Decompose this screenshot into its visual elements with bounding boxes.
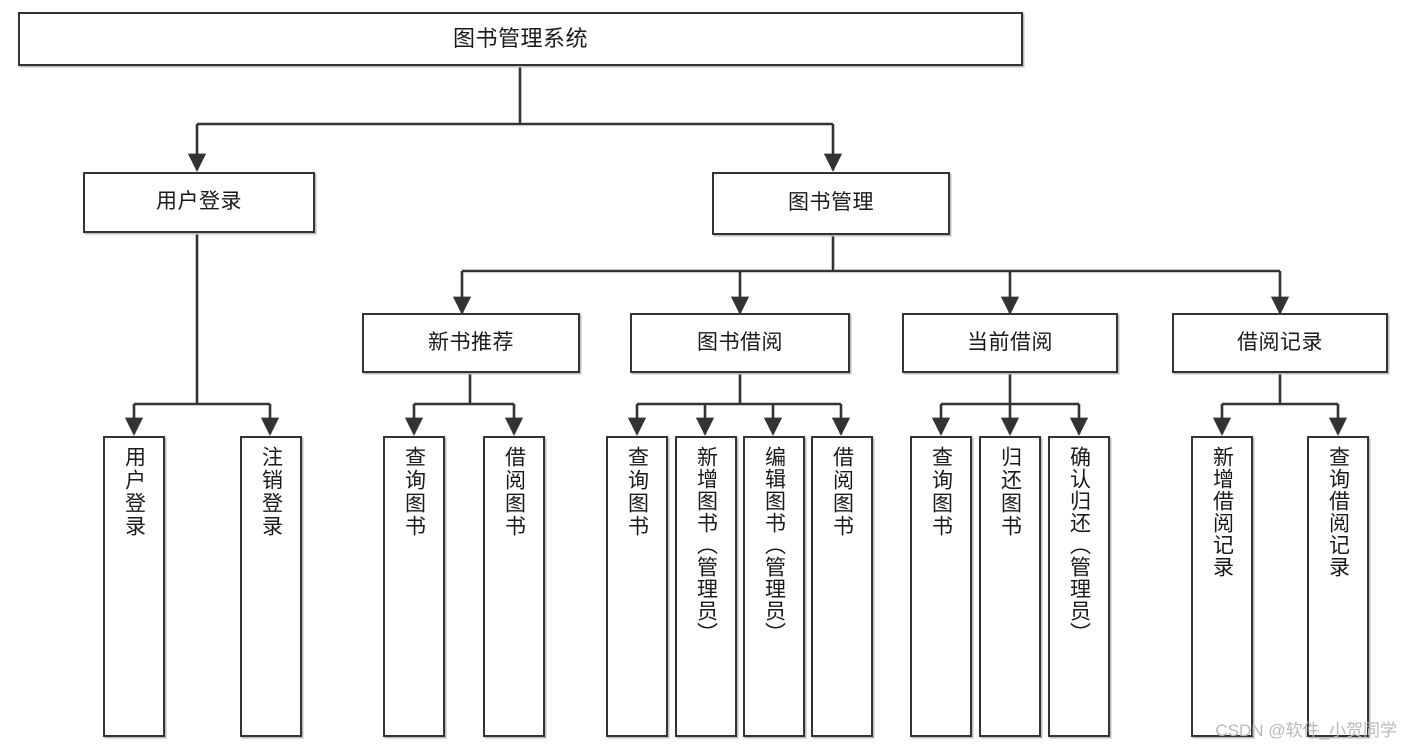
node-label: 图书管理系统: [452, 26, 588, 52]
node-user-login[interactable]: 用户登录: [83, 172, 315, 233]
leaf-current-borrow-confirm-return-admin[interactable]: 确认归还（管理员）: [1048, 436, 1110, 737]
node-label: 用户登录: [122, 446, 146, 538]
leaf-user-login-login[interactable]: 用户登录: [103, 436, 165, 737]
node-label: 图书管理: [788, 191, 874, 215]
node-label: 借阅图书: [502, 446, 526, 538]
leaf-book-borrow-borrow-book[interactable]: 借阅图书: [811, 436, 873, 737]
node-root-book-management-system[interactable]: 图书管理系统: [18, 12, 1023, 66]
node-label: 新增图书（管理员）: [694, 446, 718, 644]
leaf-borrow-record-query-record[interactable]: 查询借阅记录: [1307, 436, 1369, 737]
node-label: 查询借阅记录: [1326, 446, 1350, 578]
leaf-book-borrow-query-book[interactable]: 查询图书: [606, 436, 668, 737]
leaf-new-book-borrow-book[interactable]: 借阅图书: [483, 436, 545, 737]
node-book-management[interactable]: 图书管理: [712, 172, 950, 235]
node-label: 查询图书: [402, 446, 426, 538]
node-label: 编辑图书（管理员）: [762, 446, 786, 644]
node-book-borrow[interactable]: 图书借阅: [630, 313, 850, 373]
leaf-book-borrow-edit-book-admin[interactable]: 编辑图书（管理员）: [743, 436, 805, 737]
node-label: 新书推荐: [428, 330, 514, 354]
node-borrow-record[interactable]: 借阅记录: [1172, 313, 1388, 373]
node-label: 图书借阅: [697, 330, 783, 354]
node-label: 查询图书: [929, 446, 953, 538]
csdn-watermark: CSDN @软件_小贺同学: [1215, 721, 1397, 740]
leaf-user-login-logout[interactable]: 注销登录: [240, 436, 302, 737]
leaf-new-book-query-book[interactable]: 查询图书: [383, 436, 445, 737]
node-current-borrow[interactable]: 当前借阅: [902, 313, 1118, 373]
node-label: 借阅图书: [830, 446, 854, 538]
leaf-current-borrow-query-book[interactable]: 查询图书: [910, 436, 972, 737]
node-label: 新增借阅记录: [1210, 446, 1234, 578]
node-label: 归还图书: [998, 446, 1022, 538]
node-label: 用户登录: [156, 190, 242, 214]
leaf-book-borrow-add-book-admin[interactable]: 新增图书（管理员）: [675, 436, 737, 737]
node-new-book-recommend[interactable]: 新书推荐: [362, 313, 580, 373]
leaf-borrow-record-add-record[interactable]: 新增借阅记录: [1191, 436, 1253, 737]
leaf-current-borrow-return-book[interactable]: 归还图书: [979, 436, 1041, 737]
node-label: 确认归还（管理员）: [1067, 446, 1091, 644]
node-label: 查询图书: [625, 446, 649, 538]
node-label: 当前借阅: [967, 330, 1053, 354]
node-label: 借阅记录: [1237, 330, 1323, 354]
node-label: 注销登录: [259, 446, 283, 538]
